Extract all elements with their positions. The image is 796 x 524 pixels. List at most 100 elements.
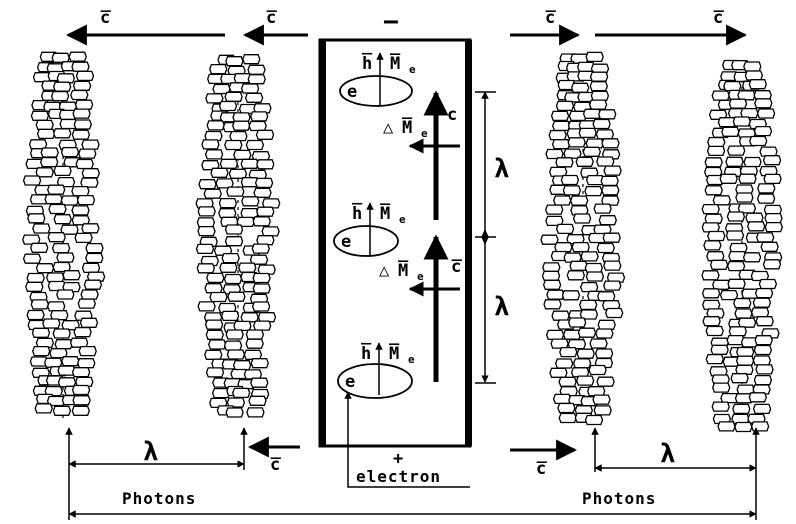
photon-icon <box>707 230 726 242</box>
electron-orbit <box>333 225 399 257</box>
photon-icon <box>548 129 567 141</box>
photon-icon <box>233 320 252 332</box>
photon-icon <box>589 338 608 349</box>
photon-icon <box>215 178 234 189</box>
photon-icon <box>584 262 603 274</box>
photon-icon <box>250 111 269 122</box>
photon-icon <box>760 241 779 252</box>
photon-icon <box>250 358 269 369</box>
photon-icon <box>223 340 243 351</box>
moment-M-sub: e <box>408 353 415 366</box>
photon-icon <box>252 216 271 227</box>
electron-2: eh̅M̅e <box>333 201 406 257</box>
photon-icon <box>572 358 592 369</box>
photon-icon <box>225 329 244 340</box>
label-c-inner-2: c̅ <box>451 257 463 277</box>
photon-icon <box>593 203 612 214</box>
photon-icon <box>228 168 248 179</box>
photon-icon <box>712 279 731 290</box>
photon-icon <box>232 387 251 399</box>
photon-icon <box>584 185 603 197</box>
photon-icon <box>590 90 610 101</box>
photon-icon <box>753 125 773 137</box>
label-c-bottom-left: c̅ <box>270 455 282 475</box>
photon-icon <box>576 348 595 359</box>
photon-icon <box>77 298 96 309</box>
photon-icon <box>218 302 237 314</box>
photon-icon <box>242 54 261 65</box>
photon-icon <box>50 90 70 102</box>
photon-icon <box>252 272 271 284</box>
photon-icon <box>598 215 617 226</box>
photon-icon <box>219 262 238 273</box>
photon-icon <box>752 403 772 415</box>
photon-icon <box>25 281 44 292</box>
photon-icon <box>247 74 266 85</box>
photon-icon <box>550 338 569 349</box>
moment-M-sub: e <box>399 213 406 226</box>
photon-icon <box>71 367 91 378</box>
photon-icon <box>204 319 224 330</box>
photon-cloud-1 <box>22 51 106 418</box>
photon-icon <box>588 99 608 110</box>
photon-icon <box>706 145 726 157</box>
photon-icon <box>585 51 604 63</box>
photon-icon <box>738 173 757 184</box>
photon-icon <box>578 127 597 139</box>
photon-icon <box>71 405 90 416</box>
photon-icon <box>56 252 75 263</box>
photon-icon <box>549 367 568 378</box>
photon-icon <box>748 392 767 403</box>
photon-icon <box>255 129 275 140</box>
photon-icon <box>233 149 252 161</box>
photon-icon <box>224 91 243 102</box>
photon-icon <box>602 232 621 243</box>
photon-icon <box>53 165 72 177</box>
photon-icon <box>748 79 767 90</box>
photon-icon <box>252 283 271 294</box>
photon-icon <box>240 312 259 323</box>
photon-icon <box>733 297 752 309</box>
photon-icon <box>34 403 53 414</box>
bottom-velocity-arrows <box>247 436 578 461</box>
photon-icon <box>592 118 611 130</box>
photon-icon <box>541 270 561 281</box>
photon-icon <box>568 317 587 328</box>
photon-icon <box>32 223 51 234</box>
photon-icon <box>704 157 723 168</box>
photon-icon <box>732 403 751 415</box>
photon-icon <box>557 402 576 414</box>
electron-label: e <box>341 232 351 252</box>
photon-icon <box>220 310 240 322</box>
photon-icon <box>759 165 778 177</box>
photon-icon <box>752 355 772 366</box>
electron-label: e <box>345 372 355 392</box>
photon-icon <box>747 221 766 232</box>
photon-icon <box>734 421 753 433</box>
photon-clouds <box>22 51 783 433</box>
photon-icon <box>46 272 65 283</box>
photon-icon <box>555 100 575 112</box>
photon-icon <box>205 367 225 378</box>
photon-icon <box>735 192 754 203</box>
photon-cloud-4 <box>701 59 783 433</box>
electron-pointer <box>344 391 470 488</box>
photon-icon <box>701 288 721 299</box>
photon-icon <box>36 128 56 140</box>
photon-icon <box>62 270 81 281</box>
photon-icon <box>597 291 616 302</box>
photon-icon <box>35 263 55 274</box>
photon-icon <box>707 136 726 148</box>
photon-icon <box>245 338 264 349</box>
photon-icon <box>22 253 42 264</box>
photon-icon <box>48 203 67 215</box>
photon-icon <box>209 291 228 303</box>
label-c-top-4: c̅ <box>713 8 725 28</box>
photon-icon <box>201 139 220 150</box>
photon-icon <box>542 279 562 290</box>
photon-icon <box>208 339 227 350</box>
photon-icon <box>595 328 614 339</box>
photon-icon <box>32 72 52 83</box>
charge-negative: − <box>383 7 399 37</box>
photon-icon <box>730 373 749 384</box>
